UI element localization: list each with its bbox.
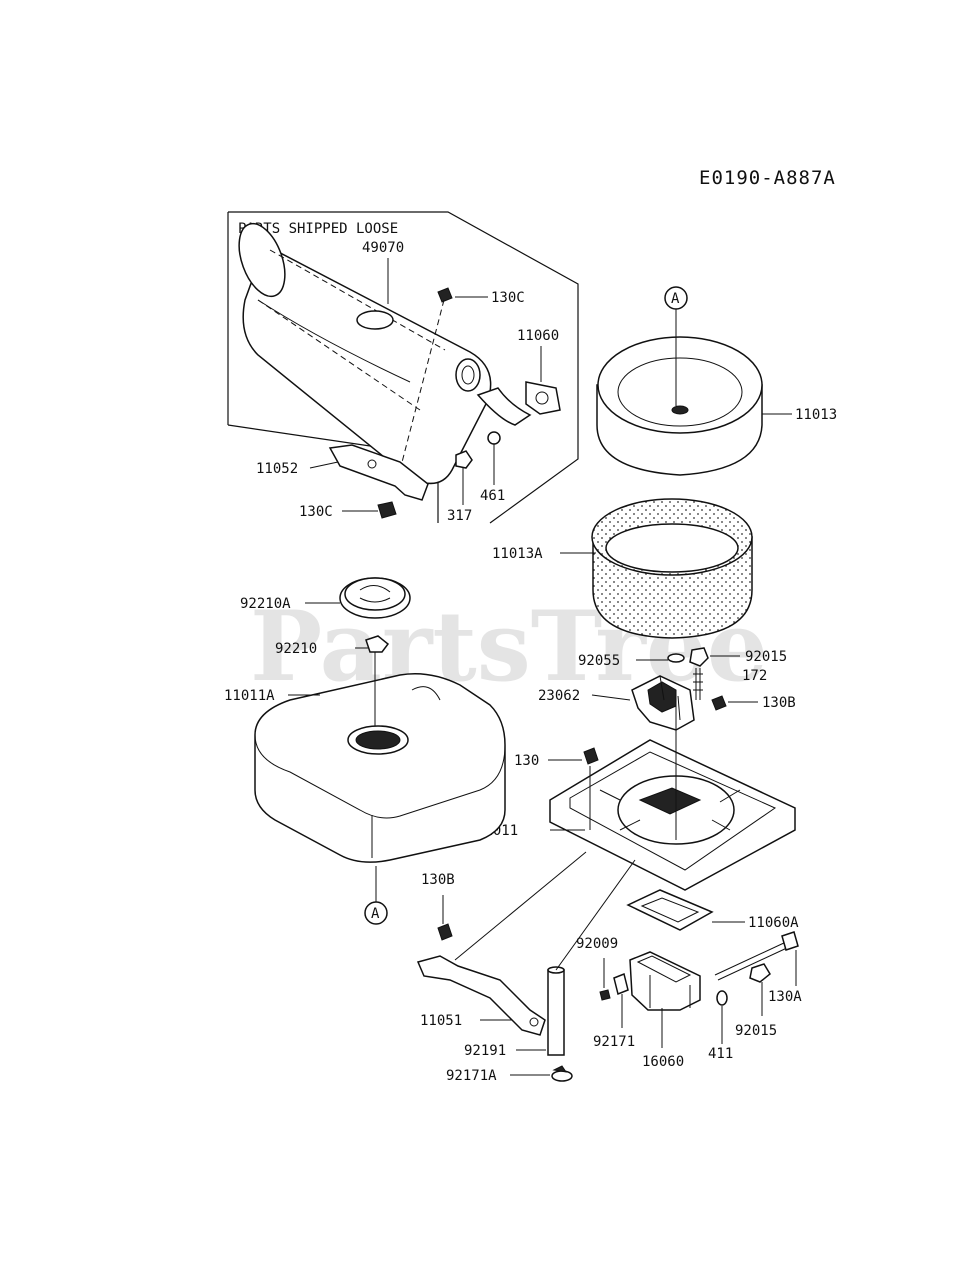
gasket-11060: 11060 bbox=[517, 328, 561, 415]
stud-172: 172 bbox=[693, 668, 767, 700]
label-130b-right: 130B bbox=[762, 695, 796, 711]
label-23062: 23062 bbox=[538, 688, 580, 704]
label-92171: 92171 bbox=[593, 1034, 635, 1050]
label-11011a: 11011A bbox=[224, 688, 275, 704]
ref-a-top-label: A bbox=[671, 291, 680, 307]
label-92210a: 92210A bbox=[240, 596, 291, 612]
muffler-49070: 49070 bbox=[238, 222, 532, 485]
ref-marker-a-top: A bbox=[664, 286, 688, 406]
bracket-11052: 11052 bbox=[256, 444, 429, 501]
label-11060a: 11060A bbox=[748, 915, 799, 931]
washer-92055: 92055 bbox=[578, 653, 685, 669]
washer-461: 461 bbox=[480, 431, 505, 504]
screw-92009: 92009 bbox=[576, 936, 618, 1001]
label-130: 130 bbox=[514, 753, 539, 769]
ref-marker-a-bottom: A bbox=[364, 901, 388, 925]
nut-92015-top: 92015 bbox=[689, 647, 787, 667]
air-filter-element-11013a: 11013A bbox=[492, 498, 753, 639]
bolt-130b-left: 130B bbox=[421, 872, 455, 941]
ref-a-bottom-label: A bbox=[371, 906, 380, 922]
hose-92191: 92191 bbox=[464, 859, 636, 1059]
air-cleaner-cover-11013: 11013 bbox=[596, 336, 837, 476]
label-92015-top: 92015 bbox=[745, 649, 787, 665]
label-130c-top: 130C bbox=[491, 290, 525, 306]
label-11013: 11013 bbox=[795, 407, 837, 423]
bolt-130c-top: 130C bbox=[399, 287, 525, 471]
parts-shipped-loose-box: PARTS SHIPPED LOOSE bbox=[227, 211, 579, 524]
label-92055: 92055 bbox=[578, 653, 620, 669]
label-11051: 11051 bbox=[420, 1013, 462, 1029]
label-130b-left: 130B bbox=[421, 872, 455, 888]
box-title: PARTS SHIPPED LOOSE bbox=[238, 221, 398, 237]
label-172: 172 bbox=[742, 668, 767, 684]
label-461: 461 bbox=[480, 488, 505, 504]
label-92009: 92009 bbox=[576, 936, 618, 952]
pipe-16060: 16060 bbox=[629, 951, 701, 1070]
diagram-code: E0190-A887A bbox=[699, 167, 836, 189]
label-130c-bottom: 130C bbox=[299, 504, 333, 520]
label-16060: 16060 bbox=[642, 1054, 684, 1070]
strainer-92210: 92210 bbox=[275, 635, 390, 657]
elbow-23062: 23062 bbox=[538, 675, 695, 731]
label-317: 317 bbox=[447, 508, 472, 524]
label-11060: 11060 bbox=[517, 328, 559, 344]
bolt-130: 130 bbox=[514, 747, 599, 830]
clamp-92171a: 92171A bbox=[446, 1065, 573, 1084]
stay-11051: 11051 bbox=[416, 851, 587, 1036]
label-92191: 92191 bbox=[464, 1043, 506, 1059]
air-cleaner-base-11011: 11011 bbox=[476, 700, 796, 891]
label-49070: 49070 bbox=[362, 240, 404, 256]
clip-92171: 92171 bbox=[593, 972, 635, 1050]
bolt-130a: 130A bbox=[714, 931, 802, 1005]
fuel-tank-11011a: 11011A bbox=[224, 652, 506, 902]
label-130a: 130A bbox=[768, 989, 802, 1005]
nut-92015-bottom: 92015 bbox=[735, 963, 777, 1039]
washer-411: 411 bbox=[708, 990, 733, 1062]
label-92171a: 92171A bbox=[446, 1068, 497, 1084]
bolt-130b-right: 130B bbox=[711, 695, 796, 711]
label-92210: 92210 bbox=[275, 641, 317, 657]
bolt-130c-bottom: 130C bbox=[299, 501, 397, 520]
label-11052: 11052 bbox=[256, 461, 298, 477]
fuel-cap-92210a: 92210A bbox=[240, 577, 411, 619]
nut-317: 317 bbox=[447, 450, 473, 524]
gasket-11060a: 11060A bbox=[626, 889, 799, 931]
label-411: 411 bbox=[708, 1046, 733, 1062]
label-11013a: 11013A bbox=[492, 546, 543, 562]
label-92015-bottom: 92015 bbox=[735, 1023, 777, 1039]
